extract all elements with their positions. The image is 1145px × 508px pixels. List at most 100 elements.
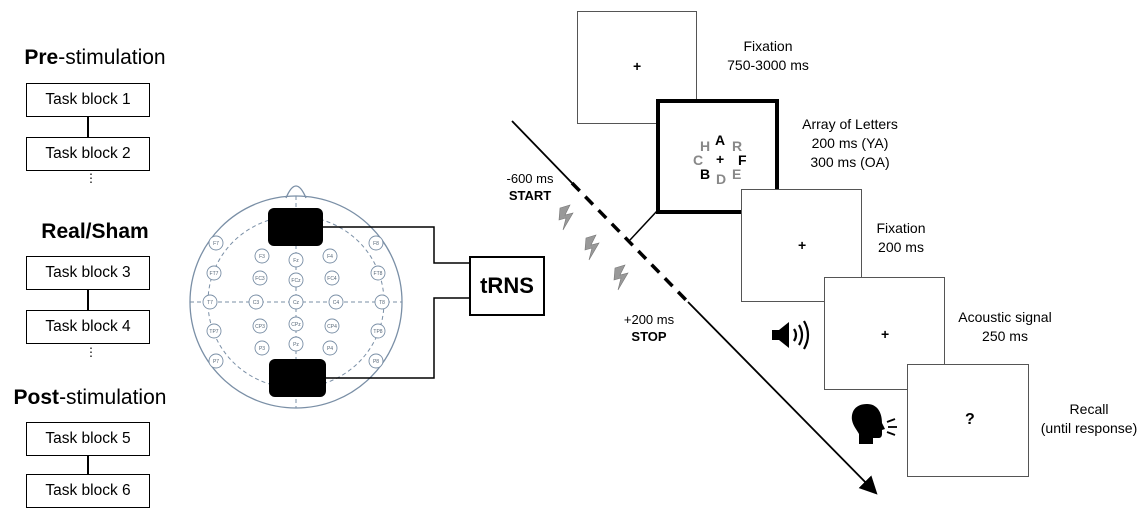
task-block-3: Task block 3 [26, 256, 150, 290]
task-block-1: Task block 1 [26, 83, 150, 117]
electrode-t7 [202, 294, 218, 310]
fixation-cross: + [881, 326, 890, 342]
electrode-t8 [374, 294, 390, 310]
recall-label: Recall(until response) [1040, 401, 1138, 436]
electrode-ft8 [370, 265, 386, 281]
electrode-cpz [288, 316, 304, 332]
electrode-p8 [368, 353, 384, 369]
electrode-label: F8 [373, 241, 379, 247]
electrode-label: FT7 [210, 271, 219, 277]
electrode-f8 [368, 235, 384, 251]
electrode-label: Pz [293, 342, 299, 348]
pre-stimulation-title: Pre-stimulation [24, 46, 166, 69]
start-time-label: -600 ms START [506, 171, 554, 203]
electrode-c4 [328, 294, 344, 310]
electrode-ft7 [206, 265, 222, 281]
electrode-p3 [254, 340, 270, 356]
connector-line [87, 117, 89, 137]
task-block-5: Task block 5 [26, 422, 150, 456]
task-block-6: Task block 6 [26, 474, 150, 508]
electrode-label: TP8 [373, 329, 382, 335]
electrode-label: P3 [259, 346, 265, 352]
electrode-cz [288, 294, 304, 310]
connector-line [87, 290, 89, 310]
electrode-pz [288, 336, 304, 352]
letter-A: A [715, 132, 726, 148]
wire-bottom [326, 297, 470, 379]
electrode-f4 [322, 248, 338, 264]
wire-top [323, 226, 470, 264]
electrode-p4 [322, 340, 338, 356]
connector-line [87, 456, 89, 476]
electrode-fc4 [324, 270, 340, 286]
electrode-label: F7 [213, 241, 219, 247]
electrode-fc3 [252, 270, 268, 286]
electrode-label: P4 [327, 346, 333, 352]
electrode-f3 [254, 248, 270, 264]
speaker-icon [772, 320, 810, 350]
letter-R: R [732, 138, 743, 154]
electrode-label: FCz [291, 278, 301, 284]
fixation-cross: + [798, 237, 807, 253]
task-block-2: Task block 2 [26, 137, 150, 171]
letter-C: C [693, 152, 704, 168]
stop-time-label: +200 ms STOP [623, 312, 675, 344]
electrode-cp4 [324, 318, 340, 334]
array-connector [629, 210, 658, 241]
letter-array-screen: A H R C + F B D E [656, 99, 779, 214]
electrode-fcz [288, 272, 304, 288]
fixation-cross: + [633, 58, 642, 74]
electrode-label: F4 [327, 254, 333, 260]
electrode-label: P8 [373, 359, 379, 365]
electrode-label: CP4 [327, 324, 337, 330]
electrode-label: T7 [207, 300, 213, 306]
timeline-solid-end [687, 301, 878, 495]
electrode-label: CPz [291, 322, 301, 328]
letter-B: B [700, 166, 711, 182]
speaking-head-icon [851, 404, 897, 444]
real-sham-title: Real/Sham [41, 220, 149, 243]
electrode-label: FT8 [374, 271, 383, 277]
array-cross: + [716, 151, 725, 167]
electrode-label: F3 [259, 254, 265, 260]
letter-F: F [738, 152, 747, 168]
electrode-label: TP7 [209, 329, 218, 335]
electrode-label: FC4 [327, 276, 337, 282]
nose-shape [285, 185, 307, 199]
trns-device-box: tRNS [469, 256, 545, 316]
electrode-tp8 [370, 323, 386, 339]
recall-screen: ? [907, 364, 1029, 477]
letter-E: E [732, 166, 742, 182]
electrode-label: Cz [293, 300, 300, 306]
electrode-fz [288, 252, 304, 268]
electrode-p7 [208, 353, 224, 369]
electrode-c3 [248, 294, 264, 310]
post-stimulation-title: Post-stimulation [13, 386, 167, 409]
task-block-4: Task block 4 [26, 310, 150, 344]
timeline-dashed [570, 181, 690, 304]
electrode-label: T8 [379, 300, 385, 306]
electrode-label: Fz [293, 258, 299, 264]
recall-question-mark: ? [965, 411, 975, 428]
letter-H: H [700, 138, 711, 154]
electrode-tp7 [206, 323, 222, 339]
electrode-label: P7 [213, 359, 219, 365]
electrode-pad-bottom [269, 359, 326, 397]
electrode-label: C3 [253, 300, 260, 306]
letter-D: D [716, 171, 727, 187]
electrode-label: CP3 [255, 324, 265, 330]
electrode-pad-top [268, 208, 323, 246]
lightning-bolt-icon [558, 204, 629, 291]
electrode-label: FC3 [255, 276, 265, 282]
electrode-label: C4 [333, 300, 340, 306]
timeline-solid-start [511, 120, 573, 184]
electrode-cp3 [252, 318, 268, 334]
electrode-f7 [208, 235, 224, 251]
